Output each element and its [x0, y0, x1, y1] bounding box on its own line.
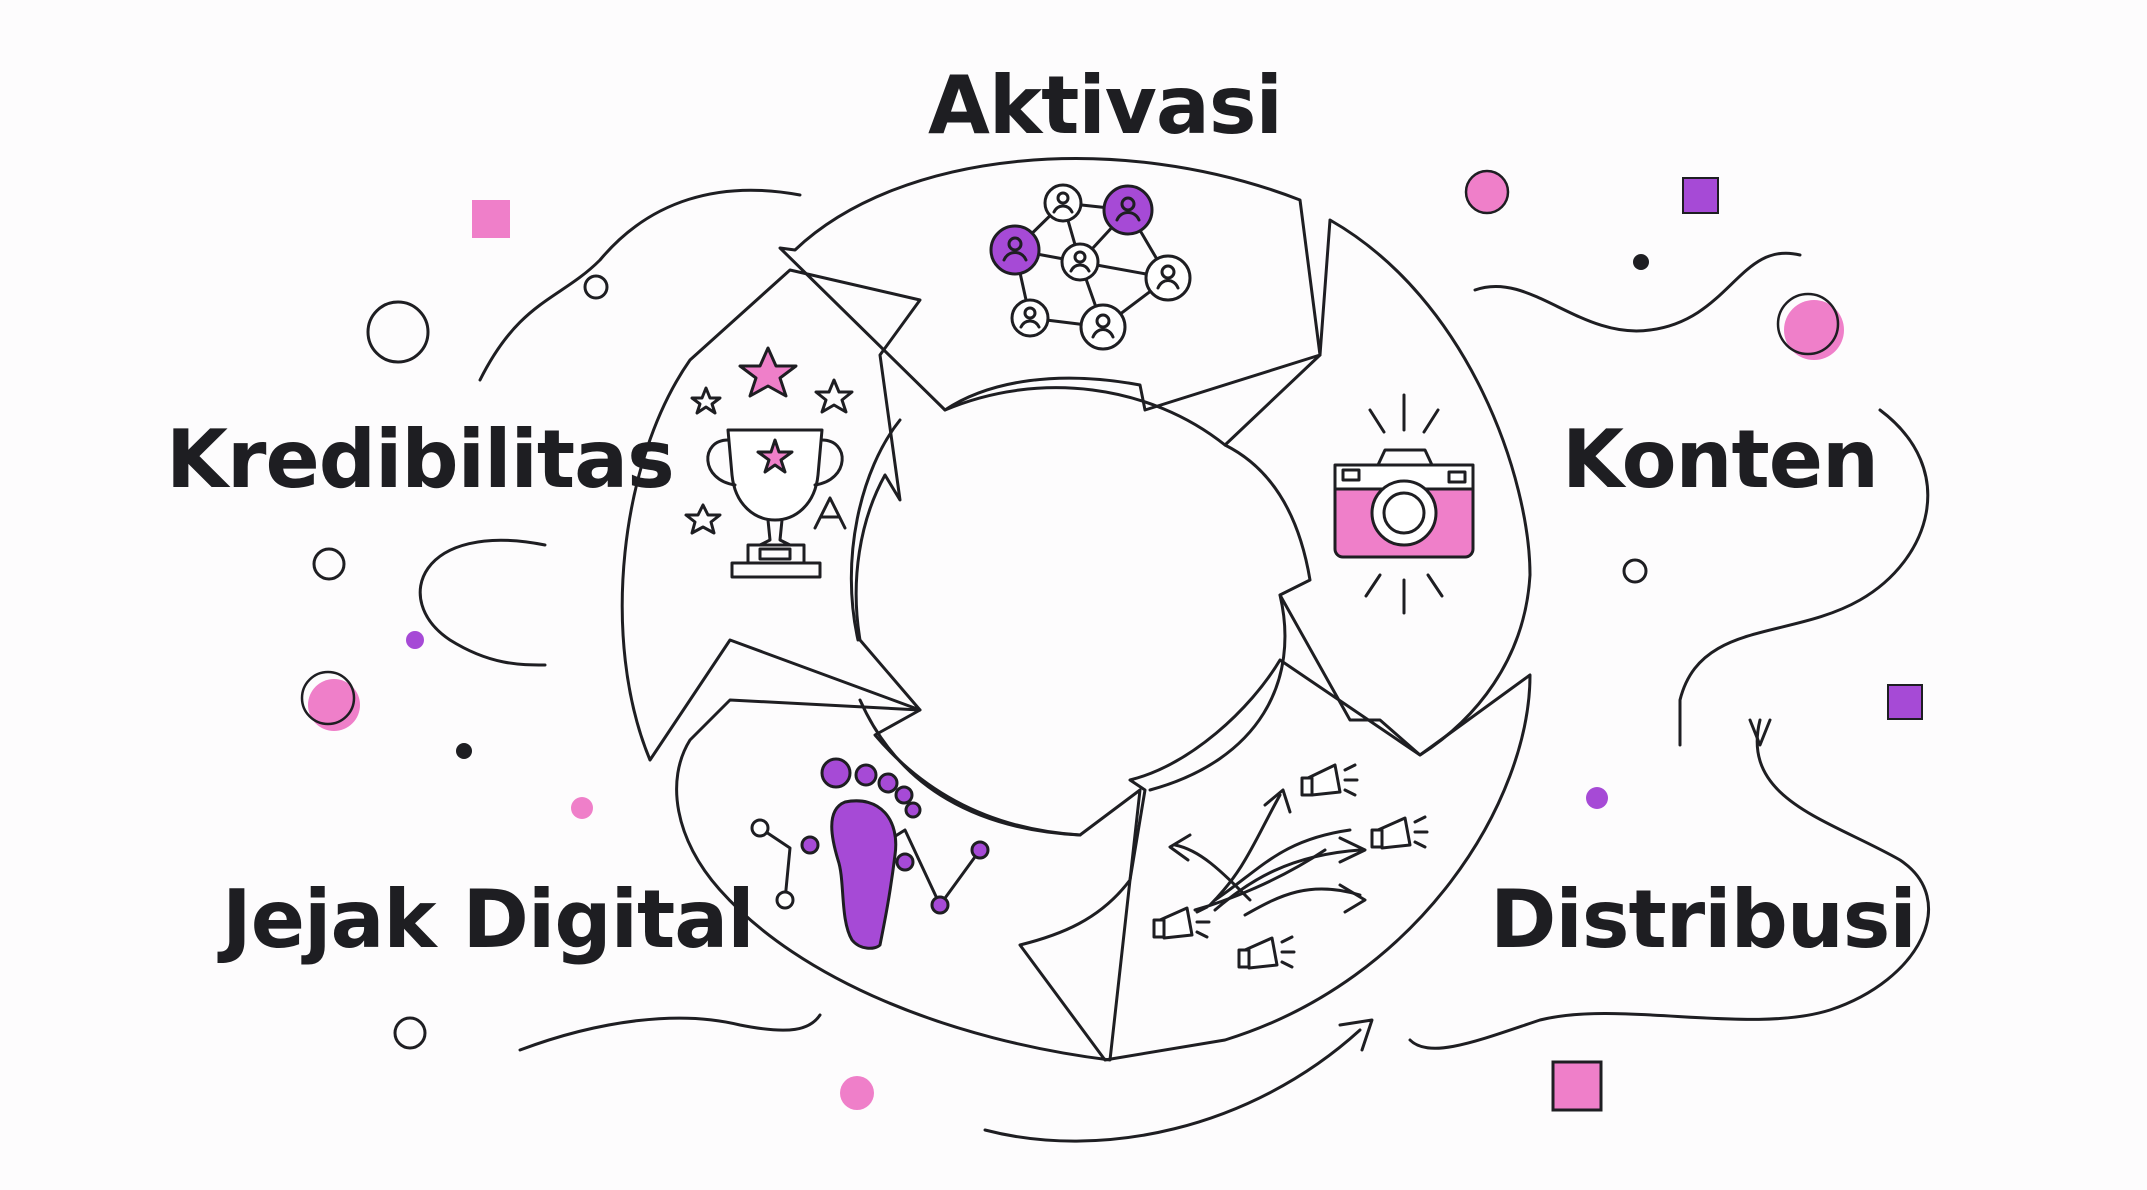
- camera-icon: [1333, 393, 1475, 615]
- arrow-segment-jejak-digital: [675, 698, 1142, 1062]
- footprint-icon: [750, 757, 990, 950]
- stage-label-aktivasi: Aktivasi: [928, 59, 1283, 152]
- megaphone-arrows-icon: [1152, 763, 1429, 970]
- trophy-icon: [684, 346, 854, 579]
- arrow-segment-kredibilitas: [620, 268, 922, 762]
- network-icon: [989, 183, 1192, 351]
- arrow-segment-aktivasi: [778, 157, 1322, 412]
- stage-label-jejak-digital: Jejak Digital: [222, 873, 755, 966]
- stage-label-distribusi: Distribusi: [1490, 873, 1917, 966]
- arrow-segment-konten: [1223, 218, 1532, 757]
- stage-label-kredibilitas: Kredibilitas: [166, 413, 675, 506]
- arrow-segment-distribusi: [1018, 658, 1532, 1062]
- decorations: [300, 169, 1923, 1112]
- stage-label-konten: Konten: [1562, 413, 1879, 506]
